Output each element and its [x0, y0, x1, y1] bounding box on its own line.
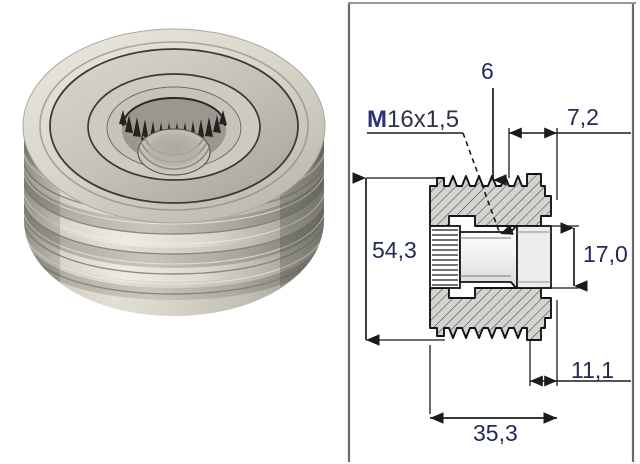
- dimension-label-17-0: 17,0: [583, 241, 628, 267]
- pulley-splined-bore: [119, 96, 227, 176]
- dim-35-3: [429, 345, 557, 424]
- dimension-drawing: [347, 2, 636, 462]
- counterbore: [516, 225, 552, 289]
- alternator-pulley-photo: [22, 28, 326, 316]
- product-photo-pane: [22, 28, 326, 316]
- dim-7-2: [508, 127, 631, 200]
- dim-17-0: [541, 222, 588, 292]
- drawing-frame: [347, 2, 636, 462]
- spline-hub: [429, 225, 461, 289]
- dim-11-1: [529, 300, 631, 387]
- thread-spec: 16x1,5: [387, 106, 460, 133]
- technical-drawing-pane: M16x1,5 6 7,2 54,3 17,0 11,1 35,3: [345, 0, 640, 464]
- dim-thread-leader: [367, 132, 514, 235]
- pulley-cross-section: [429, 173, 552, 341]
- dimension-label-35-3: 35,3: [473, 420, 518, 446]
- dim-54-3: [352, 172, 445, 346]
- dimension-label-11-1: 11,1: [571, 357, 615, 383]
- thread-prefix-m: M: [367, 106, 387, 133]
- dimension-label-54-3: 54,3: [372, 237, 417, 263]
- dimension-label-grooves: 6: [481, 58, 494, 84]
- dimension-label-thread: M16x1,5: [367, 106, 459, 134]
- dimension-label-7-2: 7,2: [567, 104, 599, 130]
